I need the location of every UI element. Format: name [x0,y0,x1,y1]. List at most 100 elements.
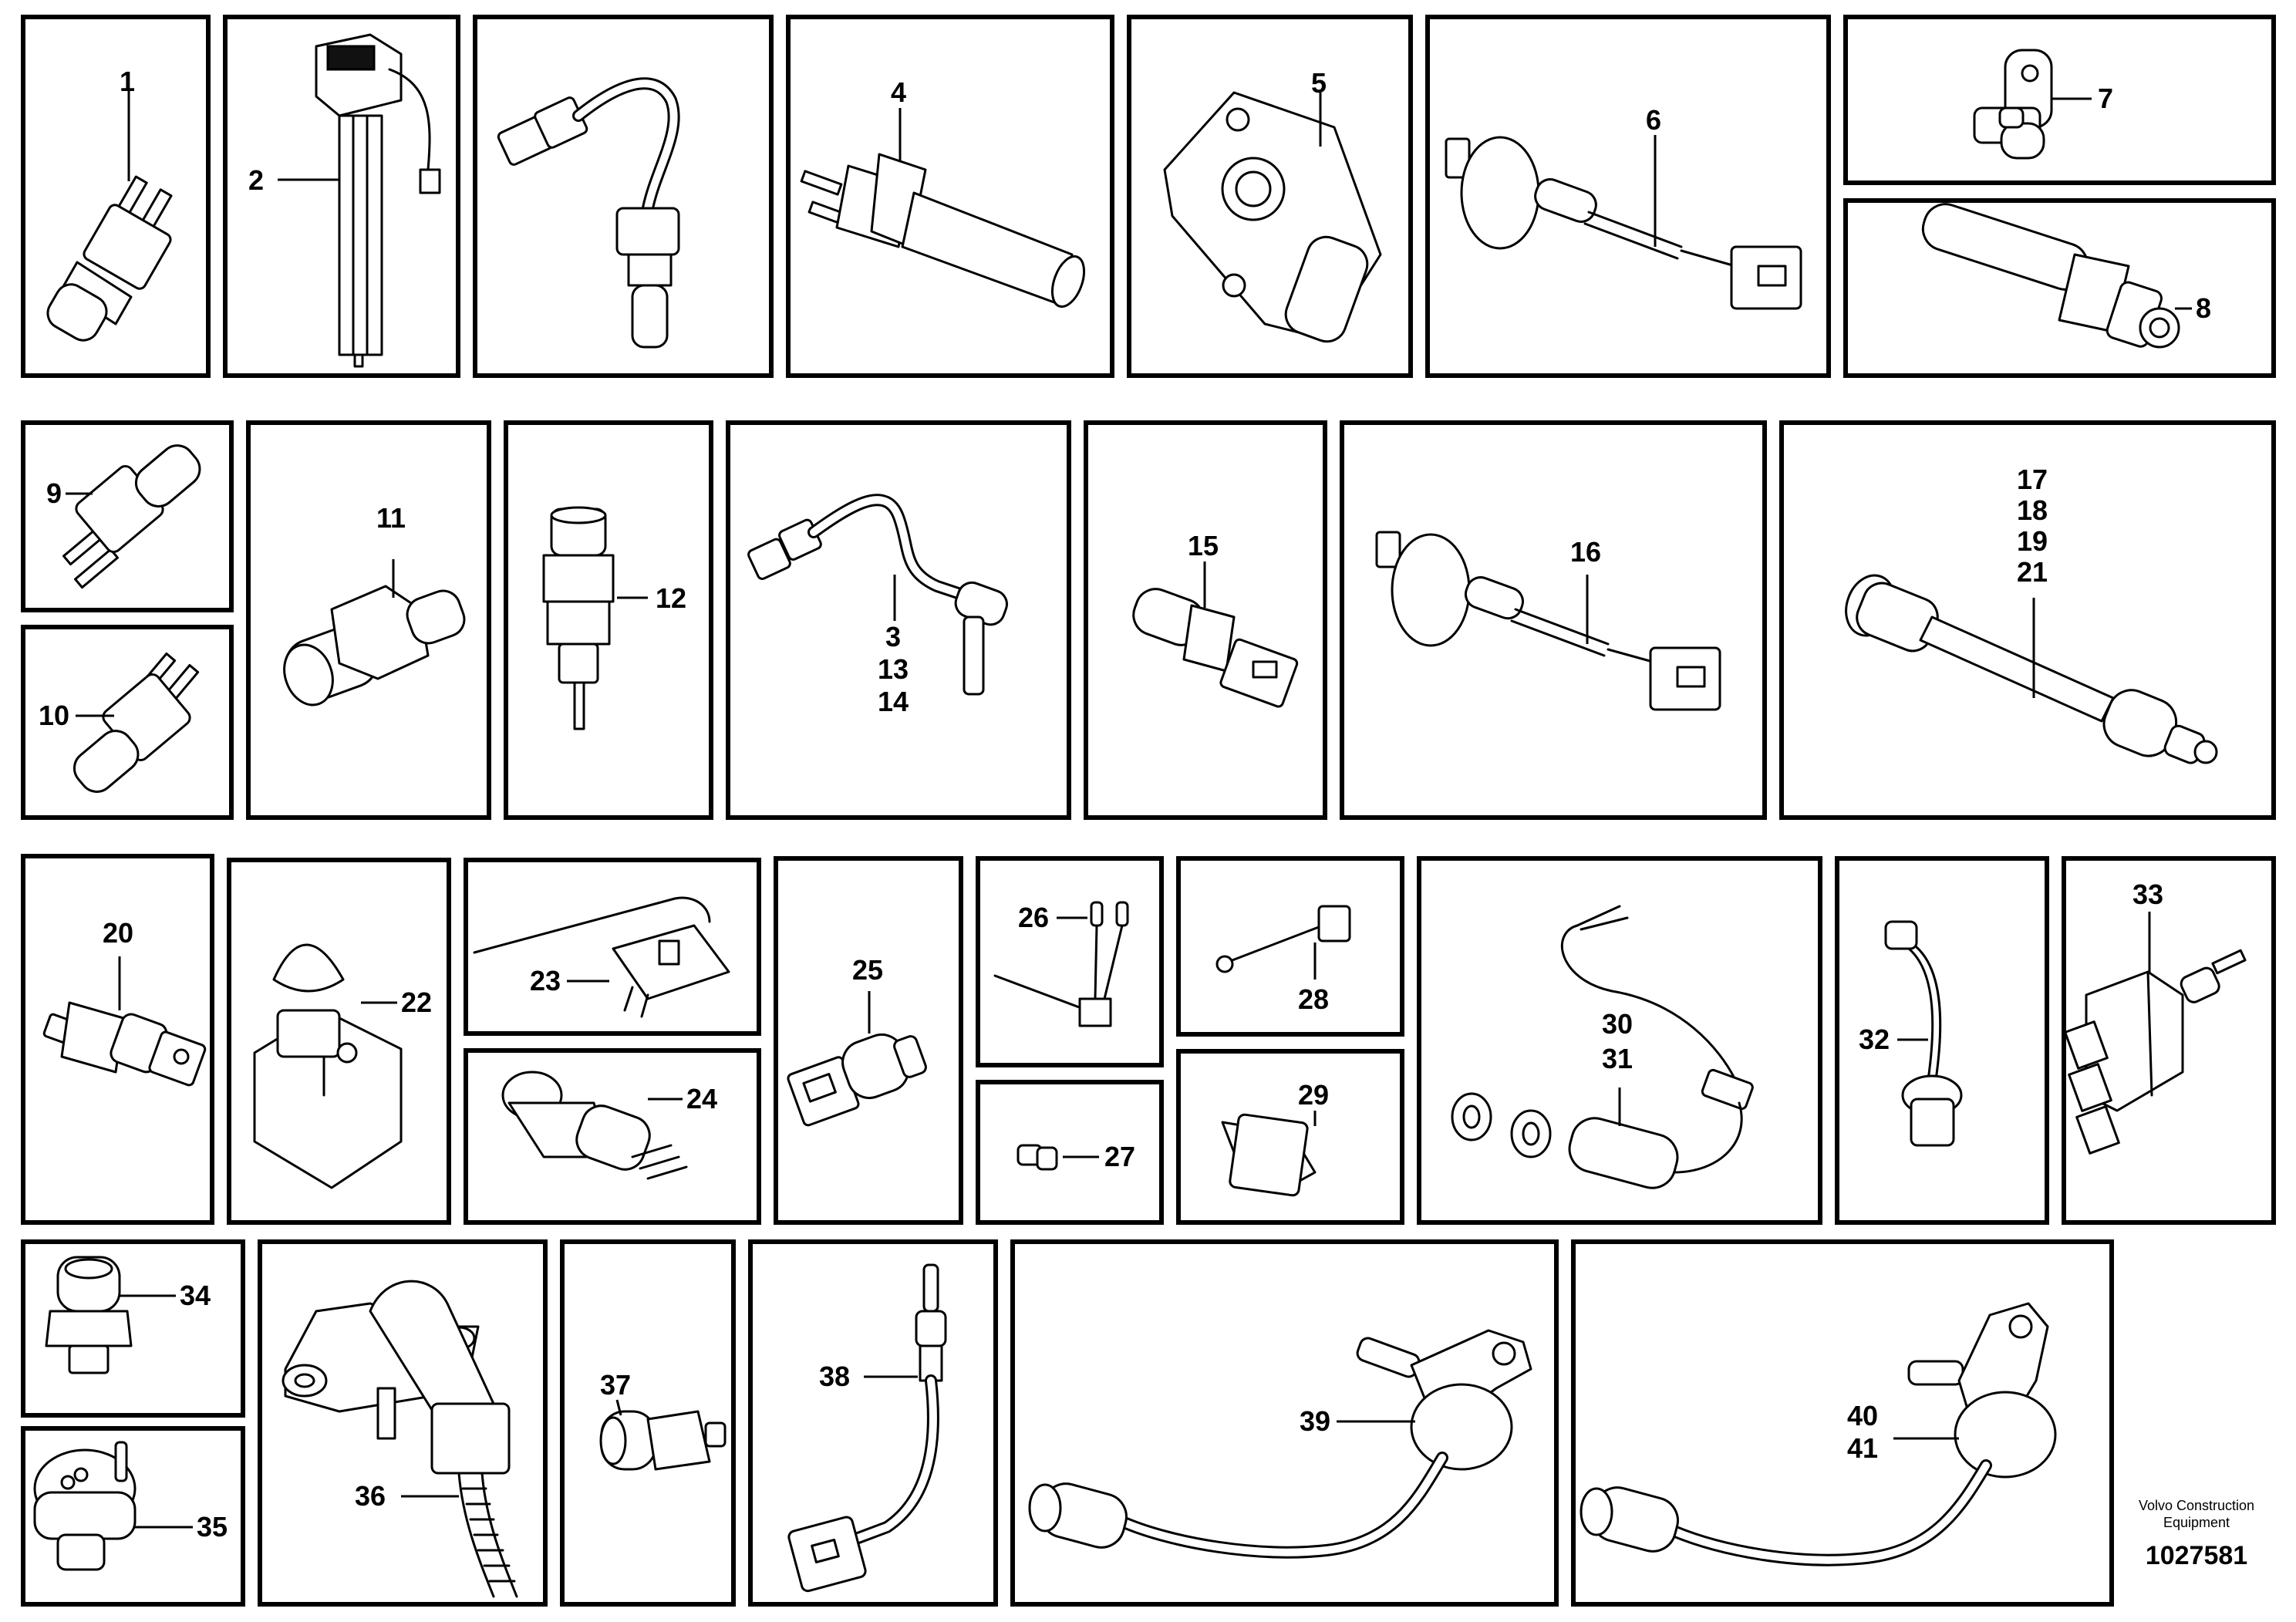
panel-3-13-14: 3 13 14 [726,420,1071,820]
callout-35: 35 [197,1511,228,1543]
callout-11: 11 [376,502,406,534]
callout-37: 37 [600,1369,631,1401]
probe-with-connector-part [787,1263,947,1593]
panel-11: 11 [246,420,491,820]
callout-4: 4 [891,76,906,108]
panel-28: 28 [1176,856,1404,1037]
callout-6: 6 [1646,104,1661,136]
callout-41: 41 [1847,1432,1878,1464]
small-fitting-part [1017,1144,1058,1171]
cam-sensor-with-harness-part [1028,1329,1532,1559]
compact-pressure-sensor-part [599,1410,727,1471]
panel-35: 35 [21,1426,245,1607]
micro-switch-part [473,896,730,1018]
panel-33: 33 [2062,856,2276,1225]
panel-32: 32 [1835,856,2049,1225]
panel-7: 7 [1843,15,2276,185]
panel-39: 39 [1010,1239,1559,1607]
cable-plug-sensor-part [1884,920,1963,1147]
callout-23: 23 [530,965,561,996]
temperature-sensor-part [46,175,173,342]
connector-sensor-part [1132,588,1299,708]
panel-2: 2 [223,15,460,378]
callout-30: 30 [1602,1008,1633,1040]
throttle-position-sensor-part [1163,91,1382,343]
angle-sensor-with-conduit-part [282,1280,518,1598]
speed-sensor-part [1921,203,2180,349]
lamp-cover-part [1221,1113,1317,1197]
threaded-sensor-part [542,506,615,730]
callout-14: 14 [878,686,909,717]
panel-16: 16 [1340,420,1767,820]
publisher-name-line2: Equipment [2163,1515,2230,1530]
panel-40-41: 40 41 [1571,1239,2114,1607]
long-speed-sensor-part [1845,574,2218,764]
callout-13: 13 [878,653,909,685]
callout-38: 38 [819,1361,850,1392]
panel-3 [473,15,774,378]
callout-21: 21 [2017,556,2048,588]
panel-22: 22 [227,858,451,1225]
dip-stick-sensor-part [1215,905,1351,973]
callout-7: 7 [2098,83,2113,114]
callout-8: 8 [2196,292,2211,324]
callout-28: 28 [1298,983,1329,1015]
callout-36: 36 [355,1480,386,1512]
panel-15: 15 [1084,420,1327,820]
callout-24: 24 [686,1083,717,1114]
panel-17-21: 17 18 19 21 [1779,420,2276,820]
callout-12: 12 [656,582,686,614]
callout-39: 39 [1300,1405,1330,1437]
pressure-sensor-with-lead-part-b [1375,531,1721,711]
cam-sensor-with-harness-part-b [1580,1302,2057,1566]
callout-26: 26 [1018,902,1049,933]
panel-9: 9 [21,420,234,612]
panel-29: 29 [1176,1049,1404,1225]
callout-18: 18 [2017,494,2048,526]
callout-31: 31 [1602,1043,1633,1074]
cable-temperature-sensor-part [747,494,1008,696]
callout-33: 33 [2132,878,2163,910]
panel-30-31: 30 31 [1417,856,1822,1225]
panel-1: 1 [21,15,211,378]
callout-32: 32 [1859,1023,1890,1055]
plug-sensor-part [787,1033,927,1127]
callout-3: 3 [885,621,901,653]
panel-10: 10 [21,625,234,820]
panel-5: 5 [1127,15,1413,378]
callout-10: 10 [39,700,69,731]
panel-12: 12 [504,420,713,820]
level-sensor-part [315,33,441,368]
push-switch-part [253,943,403,1189]
cable-sensor-part [497,77,680,349]
hex-sensor-part [283,585,466,706]
panel-8: 8 [1843,198,2276,378]
callout-20: 20 [103,917,133,949]
connector-pressure-sensor-part [42,1001,207,1087]
callout-27: 27 [1104,1141,1135,1172]
callout-19: 19 [2017,525,2048,557]
two-pin-sensor-part-b [72,653,200,793]
panel-37: 37 [560,1239,736,1607]
domed-pressure-switch-part [33,1441,137,1571]
switch-block-part [2064,949,2247,1155]
inductive-sensor-part [1451,905,1754,1189]
small-bracket-sensor-part [1973,49,2053,160]
panel-36: 36 [258,1239,548,1607]
callout-34: 34 [180,1280,211,1311]
two-pin-sensor-part [62,444,201,589]
callout-9: 9 [46,477,62,509]
immersion-sensor-part [800,153,1086,309]
callout-5: 5 [1311,67,1327,99]
callout-2: 2 [248,164,264,196]
three-pin-pressure-sensor-part [501,1071,688,1180]
callout-29: 29 [1298,1079,1329,1111]
callout-16: 16 [1570,536,1601,568]
publisher-block: Volvo Construction Equipment 1027581 [2139,1498,2254,1570]
panel-4: 4 [786,15,1114,378]
callout-15: 15 [1188,530,1219,561]
panel-34: 34 [21,1239,245,1418]
panel-38: 38 [748,1239,998,1607]
panel-6: 6 [1425,15,1831,378]
